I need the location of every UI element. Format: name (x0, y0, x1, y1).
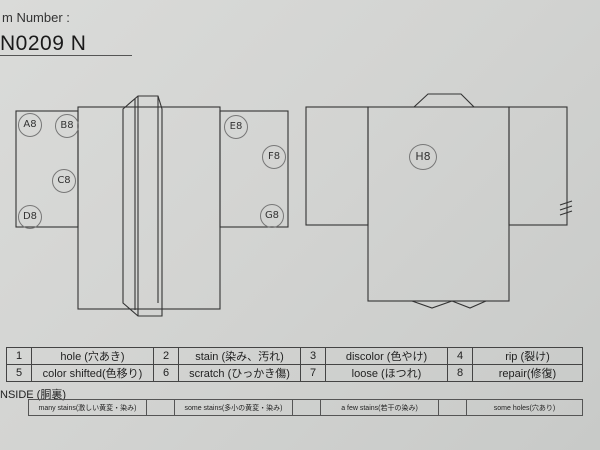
damage-mark-a8: A8 (18, 113, 42, 137)
front-garment-outline (15, 95, 289, 317)
inside-checkbox[interactable] (438, 399, 467, 416)
legend-label: hole (穴あき) (31, 347, 154, 365)
damage-mark-f8: F8 (262, 145, 286, 169)
damage-legend-table: 1 hole (穴あき) 2 stain (染み、汚れ) 3 discolor … (6, 347, 583, 382)
damage-mark-d8: D8 (18, 205, 42, 229)
legend-row: 5 color shifted(色移り) 6 scratch (ひっかき傷) 7… (6, 364, 583, 382)
back-right-sleeve (508, 106, 568, 226)
legend-label: loose (ほつれ) (325, 364, 448, 382)
inside-lining-table: many stains(激しい黄変・染み) some stains(多小の黄変・… (28, 399, 583, 416)
inside-checkbox[interactable] (292, 399, 321, 416)
back-hem-right-flap (451, 300, 487, 309)
back-garment-outline (305, 93, 573, 309)
legend-label: repair(修復) (472, 364, 583, 382)
item-number-underline (0, 55, 132, 56)
legend-number: 2 (153, 347, 179, 365)
damage-mark-c8: C8 (52, 169, 76, 193)
item-number-value: N0209 N (0, 32, 87, 55)
damage-mark-b8: B8 (55, 114, 79, 138)
damage-mark-g8: G8 (260, 204, 284, 228)
inside-row: many stains(激しい黄変・染み) some stains(多小の黄変・… (28, 399, 583, 416)
damage-mark-e8: E8 (224, 115, 248, 139)
inside-section-label: NSIDE (胴裏) (0, 389, 66, 401)
legend-number: 6 (153, 364, 179, 382)
legend-label: scratch (ひっかき傷) (178, 364, 301, 382)
damage-mark-h8: H8 (409, 144, 437, 170)
item-number-label: m Number : (2, 10, 70, 25)
legend-number: 4 (447, 347, 473, 365)
legend-label: stain (染み、汚れ) (178, 347, 301, 365)
front-body (77, 106, 221, 310)
legend-label: color shifted(色移り) (31, 364, 154, 382)
inside-option: a few stains(若干の染み) (320, 399, 439, 416)
front-collar (122, 95, 163, 317)
back-body (367, 106, 510, 302)
legend-label: discolor (色やけ) (325, 347, 448, 365)
legend-number: 7 (300, 364, 326, 382)
back-hem-left-flap (411, 300, 453, 309)
inside-option: some holes(穴あり) (466, 399, 583, 416)
legend-number: 3 (300, 347, 326, 365)
inside-checkbox[interactable] (146, 399, 175, 416)
inside-option: some stains(多小の黄変・染み) (174, 399, 293, 416)
back-collar (412, 93, 476, 108)
legend-number: 8 (447, 364, 473, 382)
legend-number: 1 (6, 347, 32, 365)
inside-option: many stains(激しい黄変・染み) (28, 399, 147, 416)
back-left-sleeve (305, 106, 369, 226)
legend-row: 1 hole (穴あき) 2 stain (染み、汚れ) 3 discolor … (6, 347, 583, 365)
legend-number: 5 (6, 364, 32, 382)
legend-label: rip (裂け) (472, 347, 583, 365)
